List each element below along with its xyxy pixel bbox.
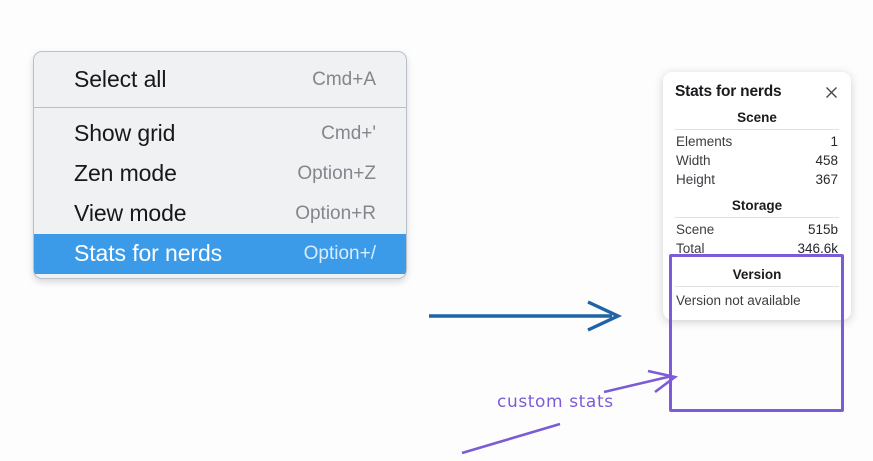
- stat-value: 1: [830, 134, 838, 149]
- stat-row-height: Height 367: [674, 170, 840, 189]
- stat-value: 367: [815, 172, 838, 187]
- annotation-label-custom-stats: custom stats: [497, 392, 614, 412]
- section-header-scene: Scene: [737, 110, 777, 125]
- close-icon[interactable]: [824, 85, 839, 100]
- stat-label: Height: [676, 172, 716, 187]
- section-header-version: Version: [732, 267, 782, 282]
- menu-item-label: View mode: [74, 200, 187, 226]
- stat-value: 458: [815, 153, 838, 168]
- stat-label: Width: [676, 153, 711, 168]
- stat-value: 515b: [807, 222, 838, 237]
- section-header-storage: Storage: [731, 198, 783, 213]
- stat-label: Scene: [676, 222, 715, 237]
- version-text: Version not available: [676, 293, 801, 308]
- panel-header: Stats for nerds: [674, 82, 840, 101]
- stat-label: Total: [676, 241, 705, 256]
- stat-value: 346.6k: [797, 241, 838, 256]
- menu-item-view-mode[interactable]: View mode Option+R: [34, 194, 406, 234]
- menu-group-primary: Select all Cmd+A: [34, 52, 406, 108]
- menu-item-label: Zen mode: [74, 160, 177, 186]
- stat-row-width: Width 458: [674, 151, 840, 170]
- section-divider: [675, 129, 839, 130]
- menu-item-label: Select all: [74, 66, 167, 92]
- section-divider: [675, 286, 839, 287]
- flow-arrow-blue: [429, 300, 623, 332]
- menu-item-shortcut: Option+/: [303, 242, 376, 264]
- stat-label: Elements: [676, 134, 733, 149]
- panel-title: Stats for nerds: [675, 83, 782, 100]
- menu-item-shortcut: Cmd+': [321, 122, 376, 144]
- menu-item-label: Show grid: [74, 120, 176, 146]
- stat-row-elements: Elements 1: [674, 132, 840, 151]
- menu-item-shortcut: Option+Z: [297, 162, 376, 184]
- stat-row-scene-storage: Scene 515b: [674, 220, 840, 239]
- context-menu[interactable]: Select all Cmd+A Show grid Cmd+' Zen mod…: [33, 51, 407, 279]
- annotation-arrow-to-version: [603, 369, 679, 394]
- section-divider: [675, 217, 839, 218]
- menu-item-shortcut: Option+R: [295, 202, 376, 224]
- annotation-underline-stroke: [461, 422, 561, 455]
- menu-item-select-all[interactable]: Select all Cmd+A: [34, 60, 406, 100]
- menu-item-label: Stats for nerds: [74, 240, 223, 266]
- menu-item-shortcut: Cmd+A: [312, 68, 376, 90]
- menu-group-secondary: Show grid Cmd+' Zen mode Option+Z View m…: [34, 108, 406, 278]
- stats-for-nerds-panel: Stats for nerds Scene Elements 1 Width 4…: [663, 72, 851, 320]
- menu-item-stats-for-nerds[interactable]: Stats for nerds Option+/: [34, 234, 406, 274]
- stat-row-total-storage: Total 346.6k: [674, 239, 840, 258]
- menu-item-zen-mode[interactable]: Zen mode Option+Z: [34, 154, 406, 194]
- menu-item-show-grid[interactable]: Show grid Cmd+': [34, 114, 406, 154]
